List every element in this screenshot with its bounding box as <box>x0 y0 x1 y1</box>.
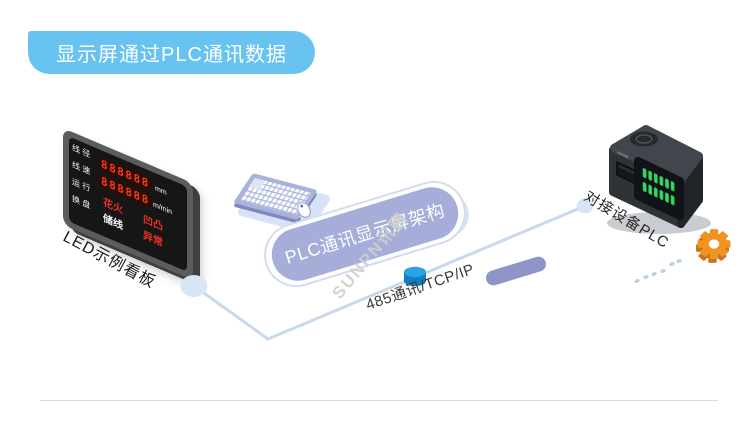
decor-pill <box>486 256 546 286</box>
connection-node-right <box>576 198 594 214</box>
plc-device <box>607 125 711 234</box>
keyboard-touch-block <box>248 177 266 190</box>
architecture-pill: PLC通讯显示屏架构 <box>264 180 466 288</box>
led-board-caption: LED示例看板 <box>60 228 159 292</box>
gear-icon <box>696 229 731 263</box>
footer-divider <box>40 400 718 401</box>
keyboard-icon <box>234 173 330 233</box>
connection-line <box>192 204 587 341</box>
dotted-line <box>634 259 682 283</box>
device-brand-label <box>616 151 629 159</box>
device-led-indicators <box>642 167 675 206</box>
connection-node-left <box>180 275 208 297</box>
title-text: 显示屏通过PLC通讯数据 <box>56 44 287 66</box>
mouse-scroll-dot <box>300 204 304 208</box>
network-node-cylinder <box>404 266 426 287</box>
device-top-cap <box>630 131 658 147</box>
title-banner: 显示屏通过PLC通讯数据 <box>28 31 315 74</box>
mouse-icon <box>296 200 317 220</box>
